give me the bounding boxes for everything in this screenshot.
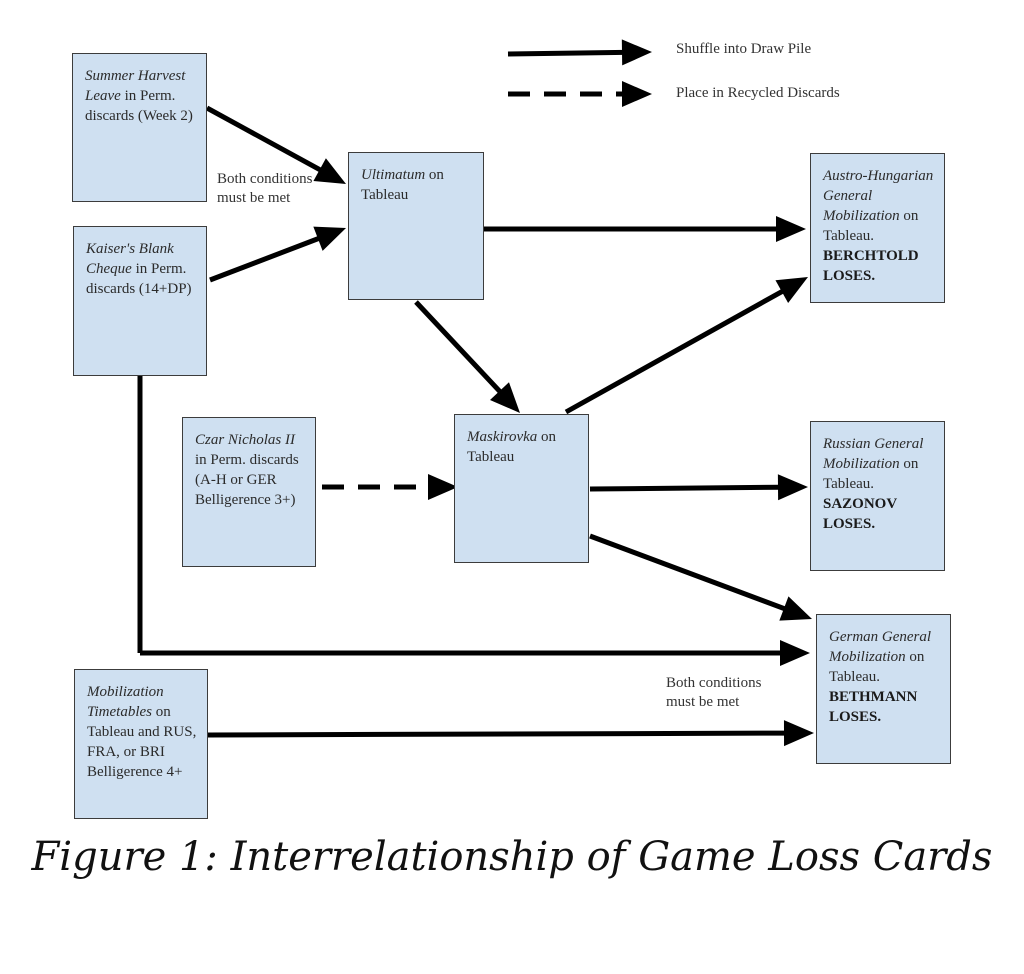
node-card-name: Summer Harvest Leave (85, 68, 186, 104)
figure-caption: Figure 1: Interrelationship of Game Loss… (31, 834, 993, 880)
arrowhead (622, 81, 652, 107)
loser-label: BETHMANN LOSES. (829, 689, 918, 725)
edge-ultimatum-to-maskirovka (414, 300, 503, 395)
node-ultimatum: Ultimatum on Tableau (348, 152, 484, 300)
edge-summer-harvest-to-ultimatum (205, 105, 323, 173)
arrowhead (779, 596, 812, 621)
arrowhead (780, 640, 810, 666)
arrowhead (313, 158, 346, 184)
loser-label: BERCHTOLD LOSES. (823, 248, 919, 284)
edge-maskirovka-to-austro-hungarian (564, 288, 785, 415)
node-card-name: Mobilization Timetables (87, 684, 164, 720)
node-text: on Tableau and RUS, FRA, or BRI Belliger… (87, 704, 197, 780)
node-text: on Tableau. (823, 208, 919, 244)
node-german: German General Mobilization on Tableau. … (816, 614, 951, 764)
node-card-name: Czar Nicholas II (195, 432, 296, 448)
node-card-name: Kaiser's Blank Cheque (86, 241, 174, 277)
arrowhead (313, 226, 346, 251)
node-austro-hungarian: Austro-Hungarian General Mobilization on… (810, 153, 945, 303)
node-summer-harvest: Summer Harvest Leave in Perm. discards (… (72, 53, 207, 202)
arrowhead (776, 216, 806, 242)
loser-label: SAZONOV LOSES. (823, 496, 897, 532)
note-both-conditions-bottom: Both conditions must be met (666, 675, 762, 710)
node-text: in Perm. discards (A-H or GER Belligeren… (195, 452, 299, 508)
node-text: on Tableau. (829, 649, 925, 685)
node-maskirovka: Maskirovka on Tableau (454, 414, 589, 563)
node-card-name: Austro-Hungarian General Mobilization (823, 168, 934, 224)
edge-maskirovka-to-russian (589, 484, 781, 492)
node-timetables: Mobilization Timetables on Tableau and R… (74, 669, 208, 819)
arrowhead (490, 382, 520, 413)
legend-dashed-label: Place in Recycled Discards (676, 85, 840, 101)
node-russian: Russian General Mobilization on Tableau.… (810, 421, 945, 571)
arrowhead (777, 474, 808, 501)
arrowhead (775, 277, 808, 303)
note-both-conditions-top: Both conditions must be met (217, 171, 313, 206)
node-card-name: Maskirovka (467, 429, 538, 445)
edge-maskirovka-to-german (589, 533, 787, 612)
node-text: in Perm. discards (14+DP) (86, 261, 192, 297)
edge-timetables-to-german (207, 730, 787, 738)
node-text: on Tableau. (823, 456, 919, 492)
node-card-name: German General Mobilization (829, 629, 932, 665)
node-text: on Tableau (361, 167, 444, 203)
node-card-name: Ultimatum (361, 167, 426, 183)
legend-solid-arrow (507, 49, 625, 57)
node-text: in Perm. discards (Week 2) (85, 88, 193, 124)
edge-kaisers-cheque-to-ultimatum (209, 235, 321, 283)
node-czar-nicholas: Czar Nicholas II in Perm. discards (A-H … (182, 417, 316, 567)
arrowhead (621, 39, 652, 66)
arrowhead (428, 474, 458, 500)
legend-solid-label: Shuffle into Draw Pile (676, 41, 812, 57)
node-card-name: Russian General Mobilization (823, 436, 924, 472)
arrowhead (783, 720, 814, 747)
node-text: on Tableau (467, 429, 557, 465)
node-kaisers-cheque: Kaiser's Blank Cheque in Perm. discards … (73, 226, 207, 376)
